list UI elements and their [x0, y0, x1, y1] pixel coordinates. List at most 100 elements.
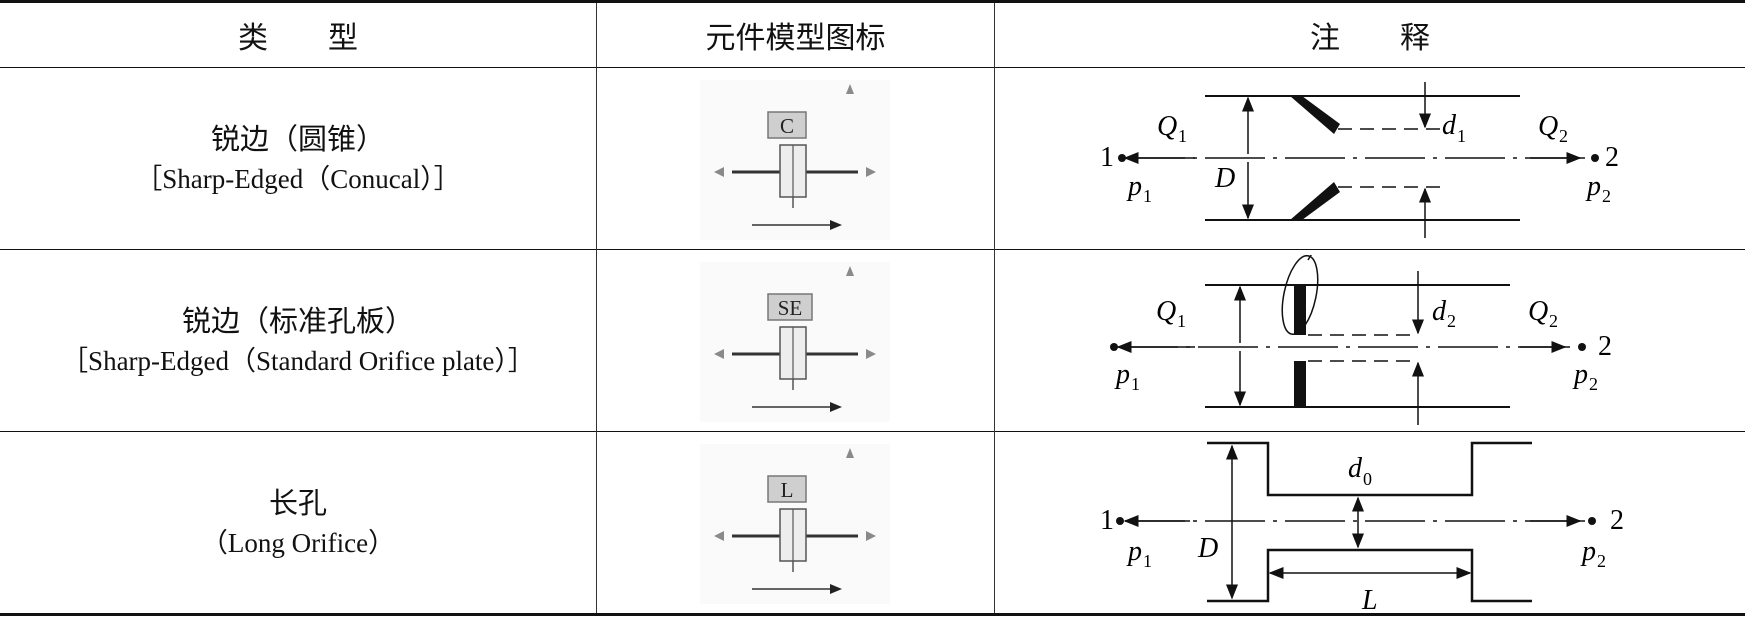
row3-type-en: （Long Orifice） — [200, 527, 396, 558]
row2-icon-label: SE — [778, 296, 803, 320]
row3-p2-label: p — [1580, 536, 1596, 567]
row3-flow-arrow-icon — [830, 584, 842, 594]
row3-type-zh: 长孔 — [268, 487, 327, 520]
row1-conical-orifice-diagram: 1 2 Q 1 Q 2 d 1 D p 1 p 2 — [1100, 82, 1619, 238]
row3-p1-label: p — [1126, 536, 1142, 567]
row1-q1-label: Q — [1157, 111, 1177, 142]
row2-type-zh: 锐边（标准孔板） — [181, 305, 414, 338]
row2-q2-sub: 2 — [1549, 311, 1558, 331]
row3-annotation-diagram: 1 2 d 0 D p 1 p 2 L — [1100, 437, 1640, 616]
row3-p2-sub: 2 — [1597, 551, 1606, 571]
row1-q2-sub: 2 — [1559, 126, 1568, 146]
header-icon-label: 元件模型图标 — [705, 22, 886, 55]
row1-D-label: D — [1214, 163, 1235, 194]
row2-flow-arrow-icon — [830, 402, 842, 412]
row2-q1-label: Q — [1156, 296, 1176, 327]
row1-icon-label: C — [780, 114, 794, 138]
row1-q1-sub: 1 — [1178, 126, 1187, 146]
row3-node-1 — [1116, 517, 1124, 525]
row2-node-2 — [1578, 343, 1586, 351]
row3-d0-sub: 0 — [1363, 469, 1372, 489]
header-icon: 元件模型图标 — [597, 3, 994, 67]
row2-detail-ellipse — [1281, 254, 1319, 336]
row1-node-1-label: 1 — [1100, 142, 1114, 173]
row3-upper-wall — [1207, 441, 1532, 497]
row1-flow-arrow-icon — [830, 220, 842, 230]
row3-icon-label: L — [781, 478, 794, 502]
row3-L-label: L — [1361, 585, 1378, 613]
row3-left-arrow-icon — [714, 531, 724, 541]
row2-plate-top — [1294, 285, 1306, 335]
header-note-label: 注 释 — [1310, 22, 1430, 55]
row1-left-arrow-icon — [714, 167, 724, 177]
row2-node-1 — [1110, 343, 1118, 351]
row3-D-label: D — [1197, 533, 1218, 564]
col-divider-2 — [994, 3, 995, 613]
row3-node-1-label: 1 — [1100, 505, 1114, 536]
row1-q2-label: Q — [1538, 111, 1558, 142]
row2-p1-sub: 1 — [1131, 374, 1140, 394]
row2-component-icon: SE — [700, 262, 890, 422]
row3-up-arrow-icon — [846, 448, 854, 458]
row1-p2-label: p — [1585, 171, 1601, 202]
row3-label-box — [767, 475, 807, 503]
row3-lower-wall — [1207, 548, 1532, 603]
col-divider-1 — [596, 3, 597, 613]
row1-d1-label: d — [1442, 110, 1457, 141]
row2-type-cell: 锐边（标准孔板） ［Sharp-Edged（Standard Orifice p… — [0, 250, 596, 431]
row1-d1-sub: 1 — [1457, 126, 1466, 146]
row1-annotation-diagram: 1 2 Q 1 Q 2 d 1 D p 1 p 2 — [1100, 80, 1640, 240]
row2-d2-sub: 2 — [1447, 311, 1456, 331]
row1-node-2 — [1591, 154, 1599, 162]
row1-right-arrow-icon — [866, 167, 876, 177]
row1-type-zh: 锐边（圆锥） — [210, 123, 385, 156]
row1-cone-bottom — [1290, 182, 1340, 220]
row2-standard-orifice-diagram: Q 1 Q 2 d 2 p 1 p 2 2 — [1110, 246, 1612, 425]
row2-up-arrow-icon — [846, 266, 854, 276]
row1-node-1 — [1118, 154, 1126, 162]
row2-p2-label: p — [1572, 359, 1588, 390]
row1-p1-sub: 1 — [1143, 186, 1152, 206]
row3-p1-sub: 1 — [1143, 551, 1152, 571]
row2-rule — [0, 431, 1745, 432]
row1-p2-sub: 2 — [1602, 186, 1611, 206]
row2-p1-label: p — [1114, 359, 1130, 390]
row1-p1-label: p — [1126, 171, 1142, 202]
row1-icon-graphic: C — [700, 80, 890, 240]
row1-up-arrow-icon — [846, 84, 854, 94]
row3-long-orifice-diagram: 1 2 d 0 D p 1 p 2 L — [1100, 441, 1624, 616]
row2-right-arrow-icon — [866, 349, 876, 359]
row2-node-2-label: 2 — [1598, 331, 1612, 362]
row2-q2-label: Q — [1528, 296, 1548, 327]
row2-label-box — [767, 293, 813, 321]
header-type: 类 型 — [0, 3, 596, 67]
row2-annotation-diagram: Q 1 Q 2 d 2 p 1 p 2 2 — [1100, 246, 1640, 425]
row1-component-icon: C — [700, 80, 890, 240]
header-note: 注 释 — [995, 3, 1745, 67]
row3-component-icon: L — [700, 444, 890, 604]
row2-p2-sub: 2 — [1589, 374, 1598, 394]
row2-d2-label: d — [1432, 296, 1447, 327]
row2-icon-graphic: SE — [700, 262, 890, 422]
header-rule — [0, 67, 1745, 68]
row1-rule — [0, 249, 1745, 250]
bottom-rule — [0, 613, 1745, 616]
row3-node-2 — [1588, 517, 1596, 525]
row3-icon-graphic: L — [700, 444, 890, 604]
row2-left-arrow-icon — [714, 349, 724, 359]
row1-type-en: ［Sharp-Edged（Conucal）］ — [135, 163, 461, 194]
top-rule — [0, 0, 1745, 3]
row3-right-arrow-icon — [866, 531, 876, 541]
row2-q1-sub: 1 — [1177, 311, 1186, 331]
row1-label-box — [767, 111, 807, 139]
row3-d0-label: d — [1348, 453, 1363, 484]
row1-node-2-label: 2 — [1605, 142, 1619, 173]
header-type-label: 类 型 — [238, 22, 358, 55]
row2-plate-bottom — [1294, 361, 1306, 407]
row1-cone-top — [1290, 96, 1340, 134]
row3-node-2-label: 2 — [1610, 505, 1624, 536]
row1-type-cell: 锐边（圆锥） ［Sharp-Edged（Conucal）］ — [0, 68, 596, 249]
row3-type-cell: 长孔 （Long Orifice） — [0, 432, 596, 613]
row2-type-en: ［Sharp-Edged（Standard Orifice plate）］ — [61, 345, 535, 376]
